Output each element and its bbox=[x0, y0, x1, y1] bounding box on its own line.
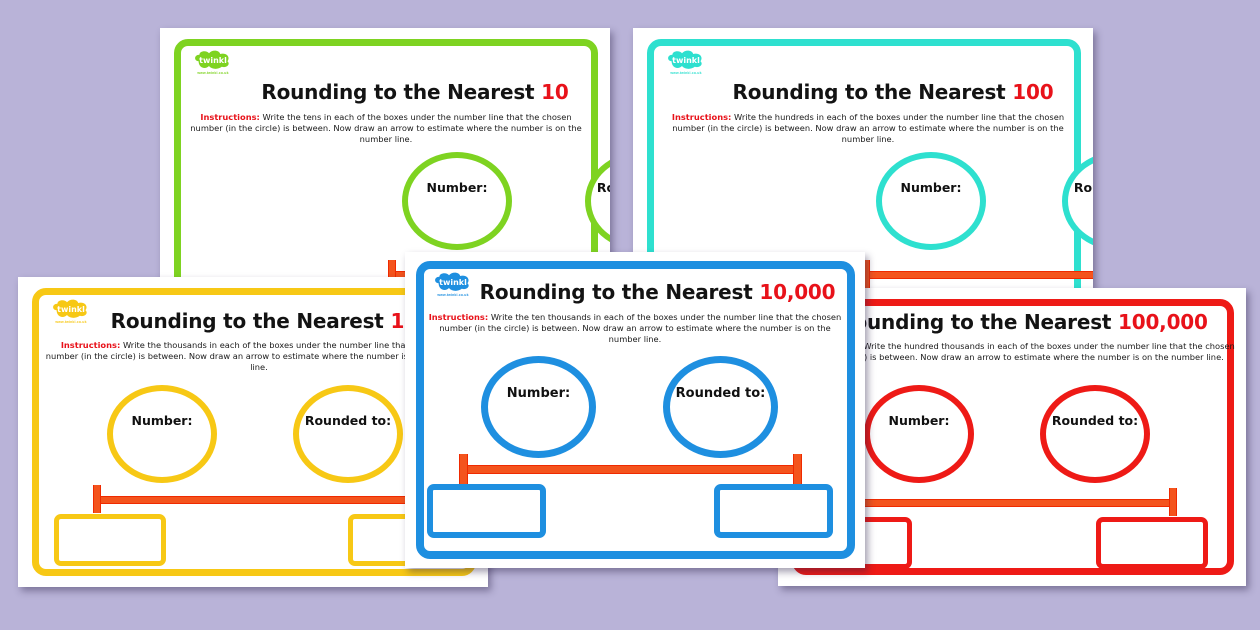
instructions-line-2: (in the circle) is between. Now draw an … bbox=[474, 323, 831, 345]
answer-box-left[interactable] bbox=[54, 514, 166, 566]
page-title: Rounding to the Nearest 100,000 bbox=[808, 310, 1238, 334]
page-title: Rounding to the Nearest 10 bbox=[220, 80, 610, 104]
number-line-tick-left bbox=[459, 454, 468, 484]
instructions-line-1: Write the ten thousands in each of the b… bbox=[439, 312, 842, 334]
instructions-text: Instructions: Write the hundreds in each… bbox=[663, 112, 1073, 146]
answer-box-right[interactable] bbox=[714, 484, 833, 538]
title-number: 10 bbox=[541, 80, 569, 104]
rounded-circle[interactable]: Rounded to: bbox=[293, 385, 403, 483]
twinkl-logo: twinkl www.twinkl.co.uk bbox=[433, 272, 473, 304]
answer-box-right[interactable] bbox=[1096, 517, 1208, 569]
instructions-line-2: (in the circle) is between. Now draw an … bbox=[707, 123, 1064, 145]
twinkl-logo-url: www.twinkl.co.uk bbox=[437, 293, 469, 297]
instructions-line-1: Write the tens in each of the boxes unde… bbox=[190, 112, 572, 134]
number-circle[interactable]: Number: bbox=[107, 385, 217, 483]
instructions-label: Instructions: bbox=[671, 112, 732, 122]
number-line-bar bbox=[844, 499, 1176, 507]
page-title: Rounding to the Nearest 1000 bbox=[78, 309, 478, 333]
number-circle-label: Number: bbox=[131, 413, 193, 428]
instructions-line-1: Write the thousands in each of the boxes… bbox=[45, 340, 458, 362]
twinkl-cloud-icon: twinkl bbox=[433, 272, 473, 292]
rounded-circle-label: Rounded to: bbox=[1051, 413, 1139, 428]
number-line bbox=[840, 488, 1180, 516]
page-title: Rounding to the Nearest 100 bbox=[693, 80, 1093, 104]
card-border-frame bbox=[416, 261, 855, 559]
number-circle[interactable]: Number: bbox=[876, 152, 986, 250]
number-line-tick-right bbox=[793, 454, 802, 484]
title-prefix: Rounding to the Nearest bbox=[838, 310, 1119, 334]
twinkl-cloud-icon: twinkl bbox=[666, 50, 706, 70]
twinkl-cloud-icon: twinkl bbox=[51, 299, 91, 319]
twinkl-logo: twinkl www.twinkl.co.uk bbox=[666, 50, 706, 82]
answer-box-left[interactable] bbox=[427, 484, 546, 538]
number-circle[interactable]: Number: bbox=[402, 152, 512, 250]
card-border-frame bbox=[647, 39, 1081, 288]
rounded-circle-label: Rounded to: bbox=[1073, 180, 1093, 195]
instructions-line-2: (in the circle) is between. Now draw an … bbox=[225, 123, 582, 145]
instructions-text: Instructions: Write the ten thousands in… bbox=[427, 312, 843, 346]
twinkl-logo: twinkl www.twinkl.co.uk bbox=[193, 50, 233, 82]
twinkl-logo: twinkl www.twinkl.co.uk bbox=[51, 299, 91, 331]
number-line-tick-left bbox=[388, 260, 396, 288]
number-line-tick-right bbox=[1169, 488, 1177, 516]
twinkl-logo-url: www.twinkl.co.uk bbox=[197, 71, 229, 75]
title-prefix: Rounding to the Nearest bbox=[261, 80, 542, 104]
instructions-label: Instructions: bbox=[428, 312, 489, 322]
twinkl-logo-url: www.twinkl.co.uk bbox=[55, 320, 87, 324]
title-prefix: Rounding to the Nearest bbox=[732, 80, 1013, 104]
rounded-circle[interactable]: Rounded to: bbox=[663, 356, 778, 458]
instructions-line-1: Write the hundred thousands in each of t… bbox=[863, 341, 1235, 351]
number-line-tick-left bbox=[93, 485, 101, 513]
title-number: 100,000 bbox=[1118, 310, 1208, 334]
twinkl-logo-url: www.twinkl.co.uk bbox=[670, 71, 702, 75]
svg-text:twinkl: twinkl bbox=[57, 305, 85, 314]
instructions-label: Instructions: bbox=[60, 340, 121, 350]
title-number: 10,000 bbox=[759, 280, 836, 304]
twinkl-cloud-icon: twinkl bbox=[193, 50, 233, 70]
number-line bbox=[90, 485, 430, 513]
instructions-text: Instructions: Write the tens in each of … bbox=[186, 112, 586, 146]
rounded-circle[interactable]: Rounded to: bbox=[1040, 385, 1150, 483]
svg-text:twinkl: twinkl bbox=[439, 278, 467, 287]
number-line bbox=[859, 260, 1093, 288]
instructions-text: Instructions: Write the thousands in eac… bbox=[44, 340, 474, 374]
title-number: 100 bbox=[1012, 80, 1054, 104]
number-circle-label: Number: bbox=[900, 180, 962, 195]
number-circle-label: Number: bbox=[888, 413, 950, 428]
rounded-circle-label: Rounded to: bbox=[675, 386, 766, 401]
number-line-bar bbox=[460, 465, 800, 474]
worksheet-card-nearest-10[interactable]: twinkl www.twinkl.co.uk Rounding to the … bbox=[160, 28, 610, 288]
svg-text:twinkl: twinkl bbox=[672, 56, 700, 65]
number-circle[interactable]: Number: bbox=[481, 356, 596, 458]
number-circle[interactable]: Number: bbox=[864, 385, 974, 483]
number-line-bar bbox=[863, 271, 1093, 279]
title-prefix: Rounding to the Nearest bbox=[479, 280, 760, 304]
number-circle-label: Number: bbox=[426, 180, 488, 195]
rounded-circle-label: Rounded to: bbox=[304, 413, 392, 428]
number-line bbox=[456, 454, 806, 484]
instructions-line-1: Write the hundreds in each of the boxes … bbox=[672, 112, 1065, 134]
worksheet-card-nearest-100[interactable]: twinkl www.twinkl.co.uk Rounding to the … bbox=[633, 28, 1093, 288]
card-border-frame bbox=[174, 39, 598, 288]
page-title: Rounding to the Nearest 10,000 bbox=[460, 280, 855, 304]
svg-text:twinkl: twinkl bbox=[199, 56, 227, 65]
number-line-bar bbox=[94, 496, 426, 504]
number-circle-label: Number: bbox=[506, 386, 571, 401]
title-prefix: Rounding to the Nearest bbox=[110, 309, 391, 333]
rounded-circle-label: Rounded to: bbox=[596, 180, 610, 195]
instructions-line-2: (in the circle) is between. Now draw an … bbox=[812, 352, 1224, 363]
worksheet-card-nearest-10000[interactable]: twinkl www.twinkl.co.uk Rounding to the … bbox=[405, 252, 865, 568]
instructions-line-2: (in the circle) is between. Now draw an … bbox=[80, 351, 473, 373]
instructions-label: Instructions: bbox=[200, 112, 260, 122]
